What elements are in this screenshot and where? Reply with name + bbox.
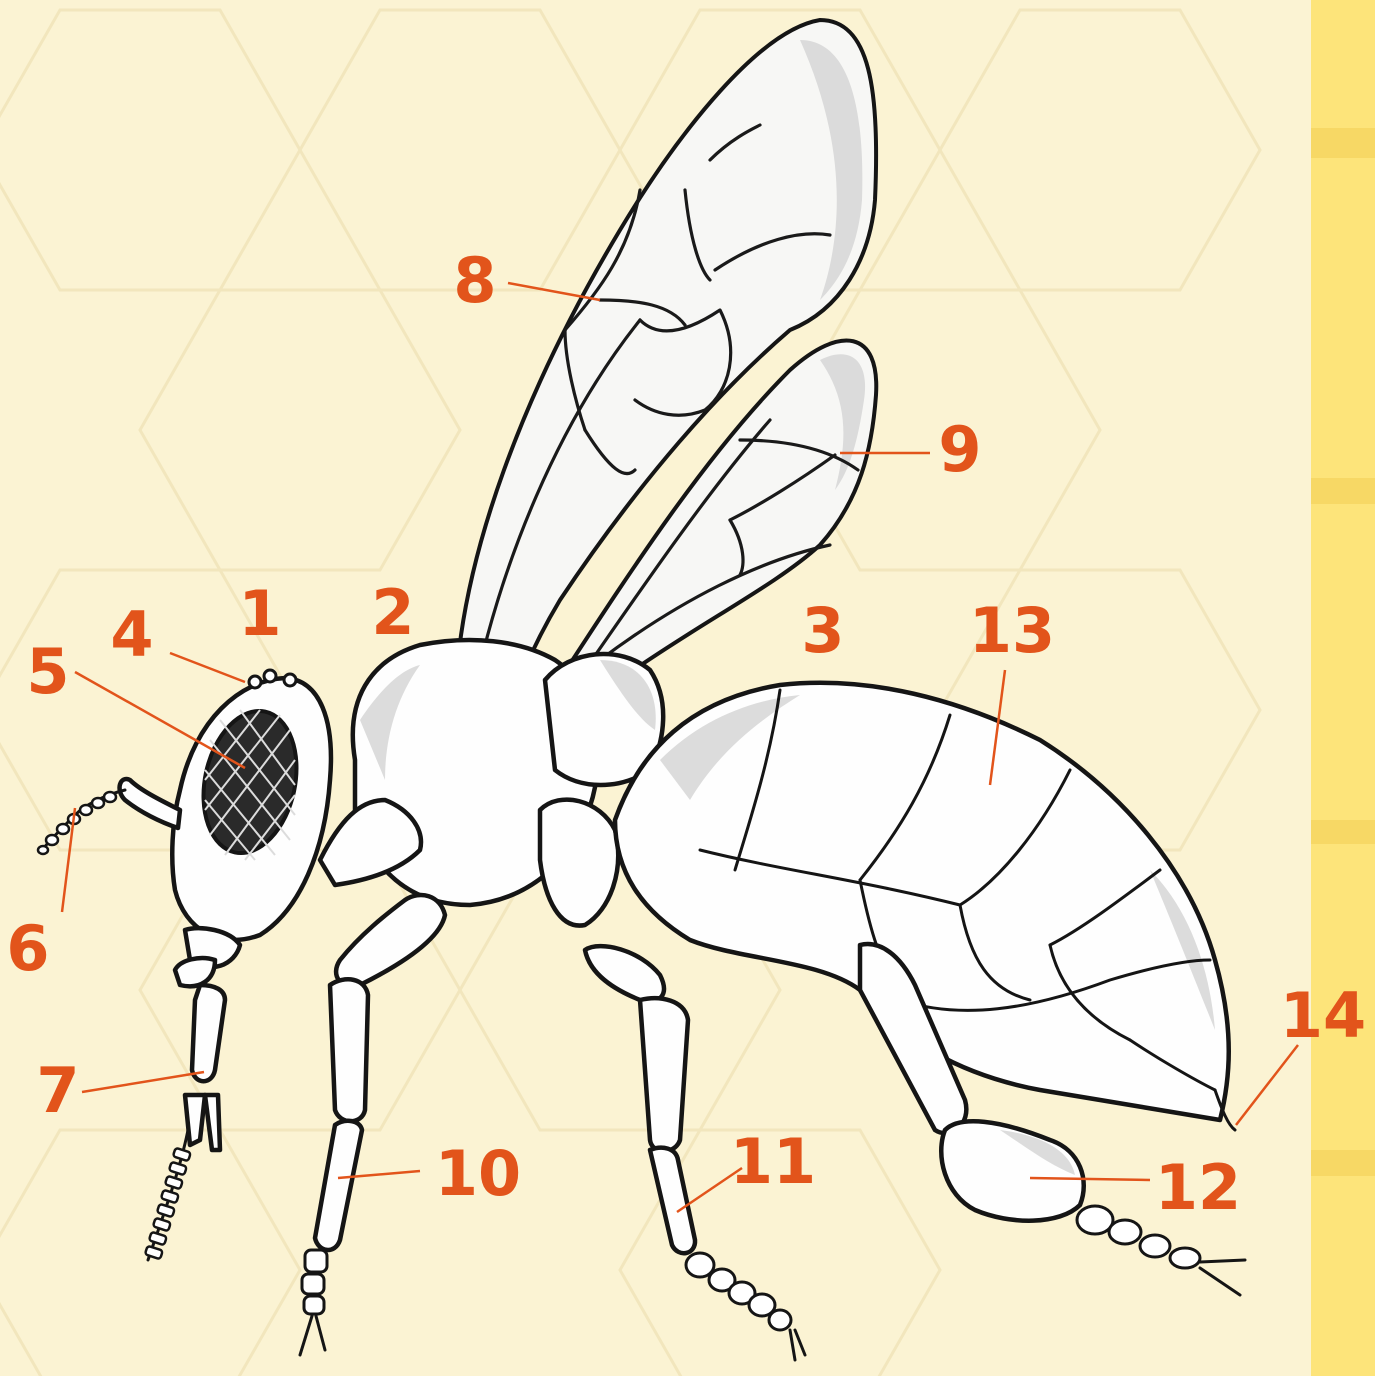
label-14: 14	[1280, 979, 1366, 1052]
label-7: 7	[36, 1054, 79, 1127]
label-1: 1	[238, 577, 281, 650]
proboscis	[145, 985, 225, 1260]
label-11: 11	[730, 1125, 816, 1198]
label-5: 5	[26, 635, 69, 708]
label-9: 9	[938, 413, 981, 486]
label-12: 12	[1155, 1151, 1241, 1224]
front-leg	[300, 895, 445, 1355]
antenna	[38, 779, 180, 854]
thorax	[353, 640, 663, 926]
label-13: 13	[969, 594, 1055, 667]
insect-illustration	[38, 20, 1245, 1360]
head	[172, 670, 331, 986]
label-3: 3	[801, 594, 844, 667]
leader-4	[170, 653, 245, 682]
leader-7	[82, 1072, 204, 1092]
label-10: 10	[435, 1137, 521, 1210]
label-2: 2	[371, 576, 414, 649]
side-strip	[1311, 0, 1375, 1376]
leader-14	[1236, 1045, 1298, 1125]
label-6: 6	[6, 912, 49, 985]
label-8: 8	[453, 244, 496, 317]
label-4: 4	[110, 598, 153, 671]
